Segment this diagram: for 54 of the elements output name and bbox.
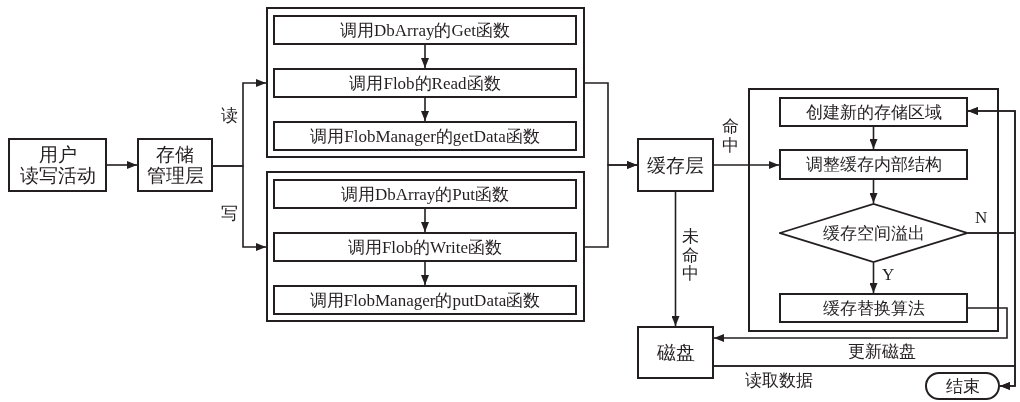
process-box (273, 15, 577, 45)
arrow (713, 161, 780, 169)
node-label: 用户 (38, 144, 77, 165)
node-label: 磁盘 (656, 342, 695, 363)
edge-label: 命中 (722, 118, 739, 156)
node-label: 读写活动 (19, 165, 96, 186)
arrow (421, 44, 429, 69)
node-label: 结束 (945, 376, 980, 396)
node-label: 缓存层 (647, 154, 704, 176)
arrow (421, 97, 429, 122)
node-label: 缓存空间溢出 (822, 223, 925, 243)
group-box (748, 88, 999, 332)
process-box (273, 179, 577, 209)
node-label: 创建新的存储区域 (805, 102, 942, 122)
process-box (273, 232, 577, 262)
node-label: 存储 (156, 144, 194, 165)
node-label: 调用DbArray的Get函数 (340, 20, 510, 40)
node-label: 调用FlobManager的putData函数 (309, 290, 541, 310)
arrow (106, 161, 138, 169)
process-box (273, 121, 577, 151)
process-box (8, 138, 107, 192)
edge-label: 写 (221, 204, 238, 223)
arrow (869, 126, 878, 150)
process-box (779, 293, 968, 323)
terminal-box (925, 372, 1000, 400)
node-label: 调整缓存内部结构 (805, 155, 942, 174)
edge-label: 更新磁盘 (848, 342, 916, 361)
node-label: 管理层 (146, 165, 204, 186)
process-box (637, 138, 714, 192)
process-box (637, 326, 714, 379)
edge-label: 未命中 (682, 228, 699, 285)
arrow (671, 191, 680, 327)
arrow (869, 179, 878, 204)
process-box (273, 68, 577, 98)
node-label: 缓存替换算法 (822, 298, 925, 318)
node-label: 调用Flob的Write函数 (347, 237, 503, 257)
process-box (779, 97, 968, 127)
arrow (421, 208, 429, 233)
node-label: 调用FlobManager的getData函数 (310, 126, 540, 146)
process-box (273, 285, 577, 315)
edge-label: 读 (221, 106, 238, 125)
node-label: 调用Flob的Read函数 (349, 73, 501, 93)
node-label: 调用DbArray的Put函数 (340, 184, 510, 204)
group-box (266, 171, 585, 322)
arrow (421, 261, 429, 286)
arrow (713, 365, 1016, 390)
process-box (779, 149, 968, 180)
process-box (137, 138, 213, 192)
arrow (584, 161, 638, 248)
group-box (266, 7, 585, 158)
arrow (713, 307, 1008, 342)
arrow (212, 165, 267, 251)
edge-label: 读取数据 (745, 371, 813, 390)
arrow (869, 262, 878, 294)
